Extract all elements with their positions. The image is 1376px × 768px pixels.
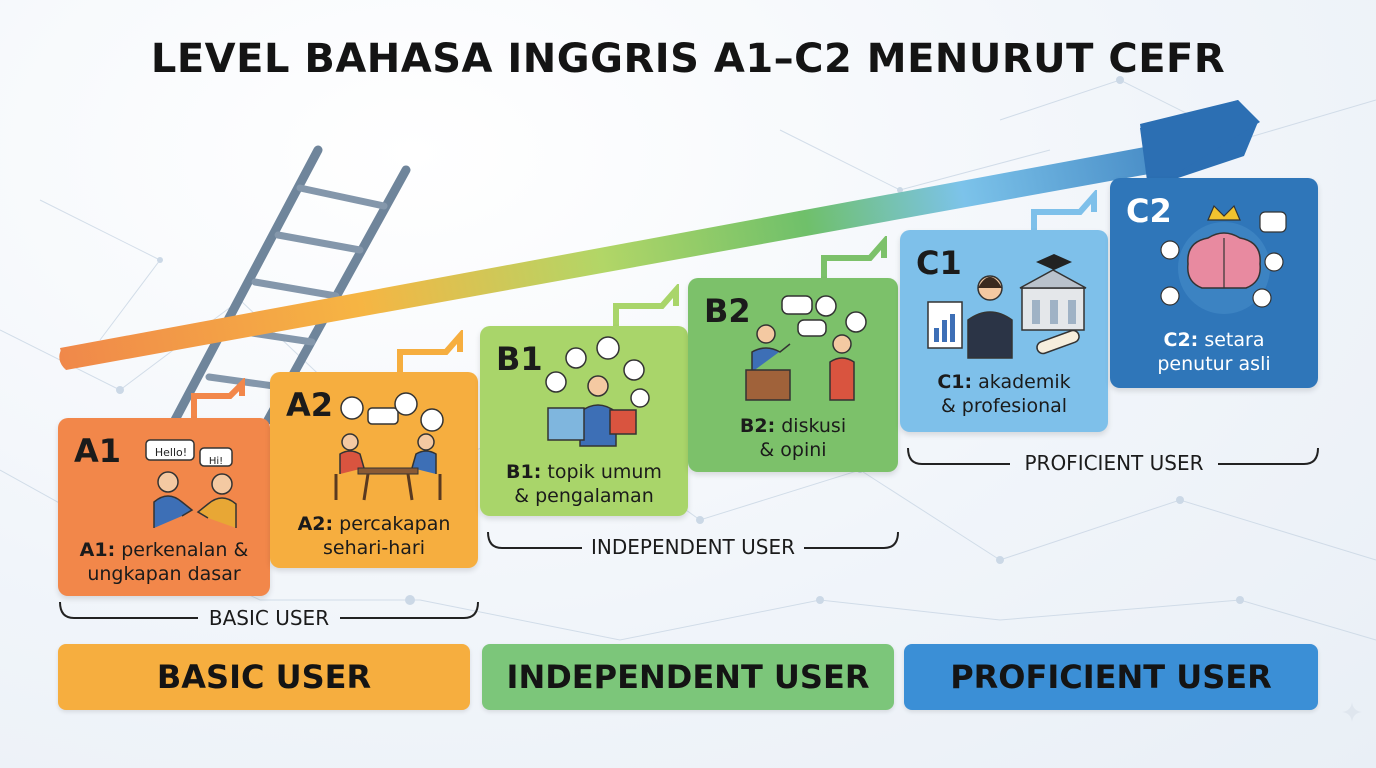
flag-a2 <box>397 330 463 374</box>
debate-icon <box>745 295 867 401</box>
flag-c1 <box>1031 190 1097 234</box>
level-description: A2: percakapan sehari-hari <box>297 513 451 559</box>
flag-a1 <box>191 378 245 418</box>
flag-b1 <box>613 284 679 328</box>
group-bar-basic-user: BASIC USER <box>58 644 470 710</box>
bracket-label-independent-user: INDEPENDENT USER <box>591 535 795 559</box>
level-description: B1: topik umum & pengalaman <box>506 461 662 507</box>
level-code: C1 <box>916 244 962 282</box>
level-description: C1: akademik & profesional <box>937 371 1071 417</box>
level-code: B1 <box>496 340 543 378</box>
bracket-label-basic-user: BASIC USER <box>208 606 330 630</box>
cafe-conversation-icon <box>334 392 444 501</box>
level-card-a2: A2 A2: percakapan sehari-hari <box>270 372 478 568</box>
level-description: A1: perkenalan & ungkapan dasar <box>79 539 249 585</box>
sparkle-icon <box>1342 702 1362 722</box>
flag-b2 <box>821 236 887 280</box>
level-description: C2: setara penutur asli <box>1157 329 1271 375</box>
bracket-basic-user <box>59 601 479 619</box>
svg-text:Hi!: Hi! <box>209 456 223 467</box>
bracket-label-proficient-user: PROFICIENT USER <box>1024 451 1204 475</box>
level-card-c2: C2 C2: setara penutur asli <box>1110 178 1318 388</box>
academic-professional-icon <box>927 254 1087 359</box>
hello-bubble-text: Hello! Hi! <box>155 446 223 467</box>
reading-traveler-icon <box>545 336 650 447</box>
handshake-icon <box>145 439 237 528</box>
bracket-independent-user <box>487 531 899 549</box>
bracket-proficient-user <box>907 447 1319 465</box>
level-card-b2: B2 B2: diskusi & opini <box>688 278 898 472</box>
group-bar-proficient-user: PROFICIENT USER <box>904 644 1318 710</box>
level-description: B2: diskusi & opini <box>739 415 847 461</box>
page-title: LEVEL BAHASA INGGRIS A1–C2 MENURUT CEFR <box>150 36 1226 82</box>
level-card-b1: B1 B1: topik umum & pengalaman <box>480 326 688 516</box>
svg-text:Hello!: Hello! <box>155 446 187 459</box>
group-bar-independent-user: INDEPENDENT USER <box>482 644 894 710</box>
brain-crown-icon <box>1160 204 1287 314</box>
level-code: C2 <box>1126 192 1172 230</box>
level-card-a1: A1 Hello! Hi! A1: perkenalan & ungkapan … <box>58 418 270 596</box>
level-code: B2 <box>704 292 751 330</box>
level-code: A1 <box>74 432 122 470</box>
level-code: A2 <box>286 386 334 424</box>
level-card-c1: C1 C1: akademik & profesional <box>900 230 1108 432</box>
